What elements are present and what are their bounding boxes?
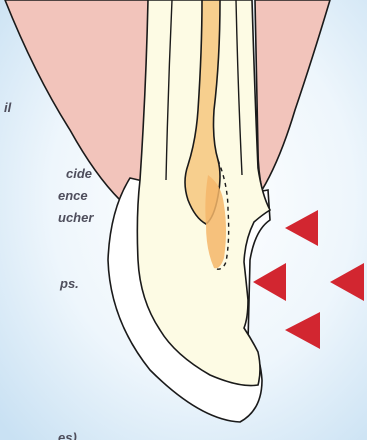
caption-fragment-es: es) [58, 430, 77, 440]
caption-fragment-ps: ps. [60, 276, 79, 292]
caption-fragment-ence: ence [58, 188, 88, 204]
caption-fragment-cide: cide [66, 166, 92, 182]
caption-fragment-il: il [4, 100, 11, 116]
caption-fragment-ucher: ucher [58, 210, 93, 226]
